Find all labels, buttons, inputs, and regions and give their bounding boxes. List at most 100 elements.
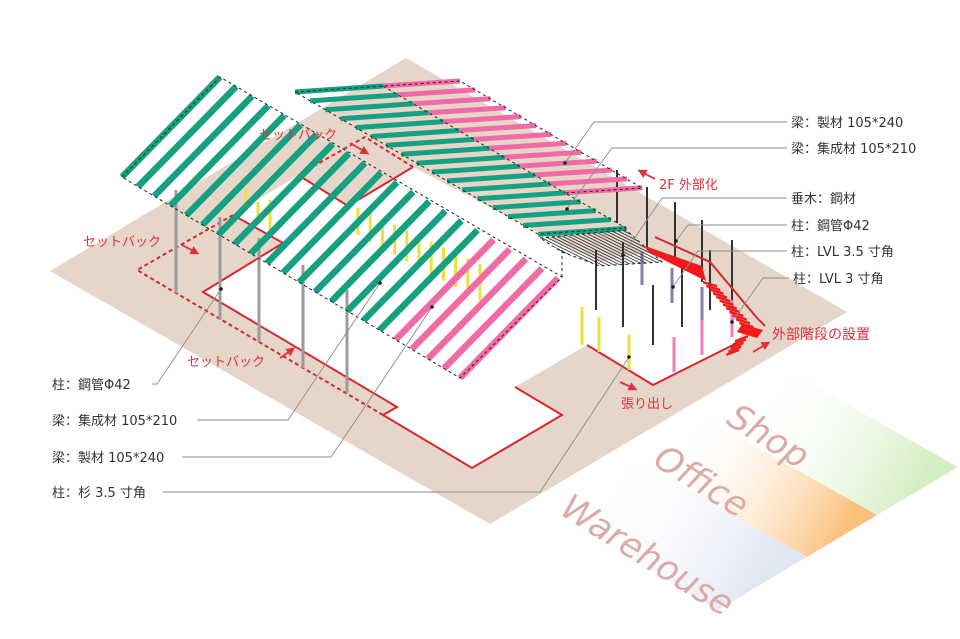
beam-glulam-2f — [477, 190, 566, 202]
annotations: セットバック セットバック セットバック 2F 外部化 外部階段の設置 張り出し — [83, 128, 870, 412]
stair-step — [730, 341, 744, 350]
beam-glulam — [248, 151, 352, 256]
beam-glulam — [264, 160, 368, 266]
beam-glulam-2f — [370, 128, 460, 139]
label-rafter-steel: 垂木：鋼材 — [791, 192, 856, 207]
beam-glulam — [280, 170, 384, 275]
annotation-setback-left: セットバック — [83, 235, 161, 250]
beam-glulam-2f — [462, 181, 551, 193]
label-column-steel-pipe-left: 柱：鋼管Φ42 — [52, 378, 131, 393]
setback-bottom-arrow-icon — [279, 347, 296, 359]
beam-glulam — [345, 208, 448, 314]
rafter-line — [567, 230, 662, 266]
stair-step — [735, 335, 748, 343]
exterior-stair-arrow-icon — [752, 341, 771, 353]
annotation-setback-top: セットバック — [259, 128, 337, 143]
stair-step — [722, 303, 737, 310]
label-beam-sawn: 梁：製材 105*240 — [791, 116, 903, 131]
beam-glulam-2f — [538, 225, 627, 237]
rafter-line — [561, 230, 662, 266]
beam-sawn — [409, 247, 513, 352]
material-labels-left: 柱：鋼管Φ42 梁：集成材 105*210 梁：製材 105*240 柱：杉 3… — [52, 378, 177, 501]
annotation-2f-exterior: 2F 外部化 — [659, 178, 718, 193]
stair-step — [719, 299, 734, 306]
beam-glulam — [361, 218, 464, 323]
leader-dot — [621, 253, 625, 257]
beam-glulam — [312, 189, 416, 295]
exterior-2f-arrow-icon — [637, 169, 656, 180]
leader-dot — [219, 287, 223, 291]
beam-glulam-2f — [446, 172, 536, 184]
beam-sawn-2f — [443, 114, 521, 125]
roof-2f-divider — [382, 85, 566, 194]
beam-glulam-2f — [325, 101, 414, 113]
stair-step — [712, 292, 727, 299]
beam-sawn-2f — [550, 176, 628, 187]
annotation-overhang: 張り出し — [621, 397, 673, 412]
leader-dot — [378, 281, 382, 285]
beam-glulam-2f — [522, 217, 612, 228]
wall-outline-right-building — [586, 343, 736, 387]
label-column-lvl-35: 柱：LVL 3.5 寸角 — [791, 245, 894, 260]
beam-sawn-2f — [504, 149, 582, 160]
leader-right-5 — [731, 277, 789, 323]
stair-step — [732, 338, 746, 346]
beam-glulam-2f — [416, 154, 505, 166]
beam-glulam — [216, 132, 319, 237]
stair-step — [726, 348, 740, 357]
beam-glulam-2f — [355, 119, 444, 131]
beam-glulam-2f — [492, 199, 581, 211]
roof-2f-outline — [293, 80, 644, 235]
material-labels-right: 梁：製材 105*240 梁：集成材 105*210 垂木：鋼材 柱：鋼管Φ42… — [791, 116, 916, 287]
stair-step — [709, 288, 724, 295]
annotation-setback-bottom: セットバック — [187, 355, 265, 370]
beam-glulam-2f — [386, 136, 475, 148]
leader-dot — [563, 161, 567, 165]
setback-line-upper — [297, 135, 414, 176]
setback-top-arrow-icon — [349, 142, 370, 155]
leader-left-0 — [152, 288, 222, 385]
beam-glulam-2f — [401, 145, 490, 157]
beam-glulam — [232, 141, 335, 247]
leader-left-3 — [163, 356, 630, 493]
rafter-line — [540, 230, 623, 266]
beam-sawn-2f — [489, 140, 567, 151]
zone-band-office — [642, 422, 877, 557]
leader-dot — [565, 207, 569, 211]
label-beam-glulam-left: 梁：集成材 105*210 — [52, 413, 177, 429]
rafter-line — [573, 230, 662, 266]
stair-step — [703, 281, 717, 288]
leader-dot — [671, 285, 675, 289]
setback-line-left — [135, 214, 384, 416]
annotation-exterior-stair: 外部階段の設置 — [772, 327, 870, 343]
setback-left-arrow-icon — [181, 244, 200, 255]
stair-landing — [737, 324, 763, 338]
beam-glulam-2f — [310, 92, 399, 104]
label-column-lvl-3: 柱：LVL 3 寸角 — [793, 272, 884, 287]
beam-sawn — [393, 237, 496, 342]
leader-dot — [627, 355, 631, 359]
stair-step — [716, 295, 731, 303]
leader-lines — [152, 121, 789, 493]
leader-right-3 — [675, 224, 787, 242]
stair-step — [729, 310, 744, 318]
leader-right-4 — [672, 250, 787, 288]
stair-step — [728, 345, 742, 353]
beam-sawn — [425, 256, 529, 362]
beam-glulam — [119, 74, 223, 180]
stair-stringer — [645, 246, 706, 281]
beam-glulam — [296, 180, 400, 285]
beam-sawn-2f — [398, 87, 476, 98]
rafter-line — [579, 230, 662, 266]
stair-step — [726, 306, 741, 314]
zone-band-shop — [712, 374, 958, 515]
stair-step — [736, 318, 750, 325]
leader-dot — [674, 239, 678, 243]
leader-right-1 — [566, 147, 787, 210]
beam-glulam-2f — [431, 163, 520, 175]
beam-glulam — [377, 227, 480, 333]
label-column-steel-pipe: 柱：鋼管Φ42 — [791, 219, 870, 234]
beam-sawn-2f — [519, 158, 597, 169]
stair-step — [706, 284, 721, 292]
